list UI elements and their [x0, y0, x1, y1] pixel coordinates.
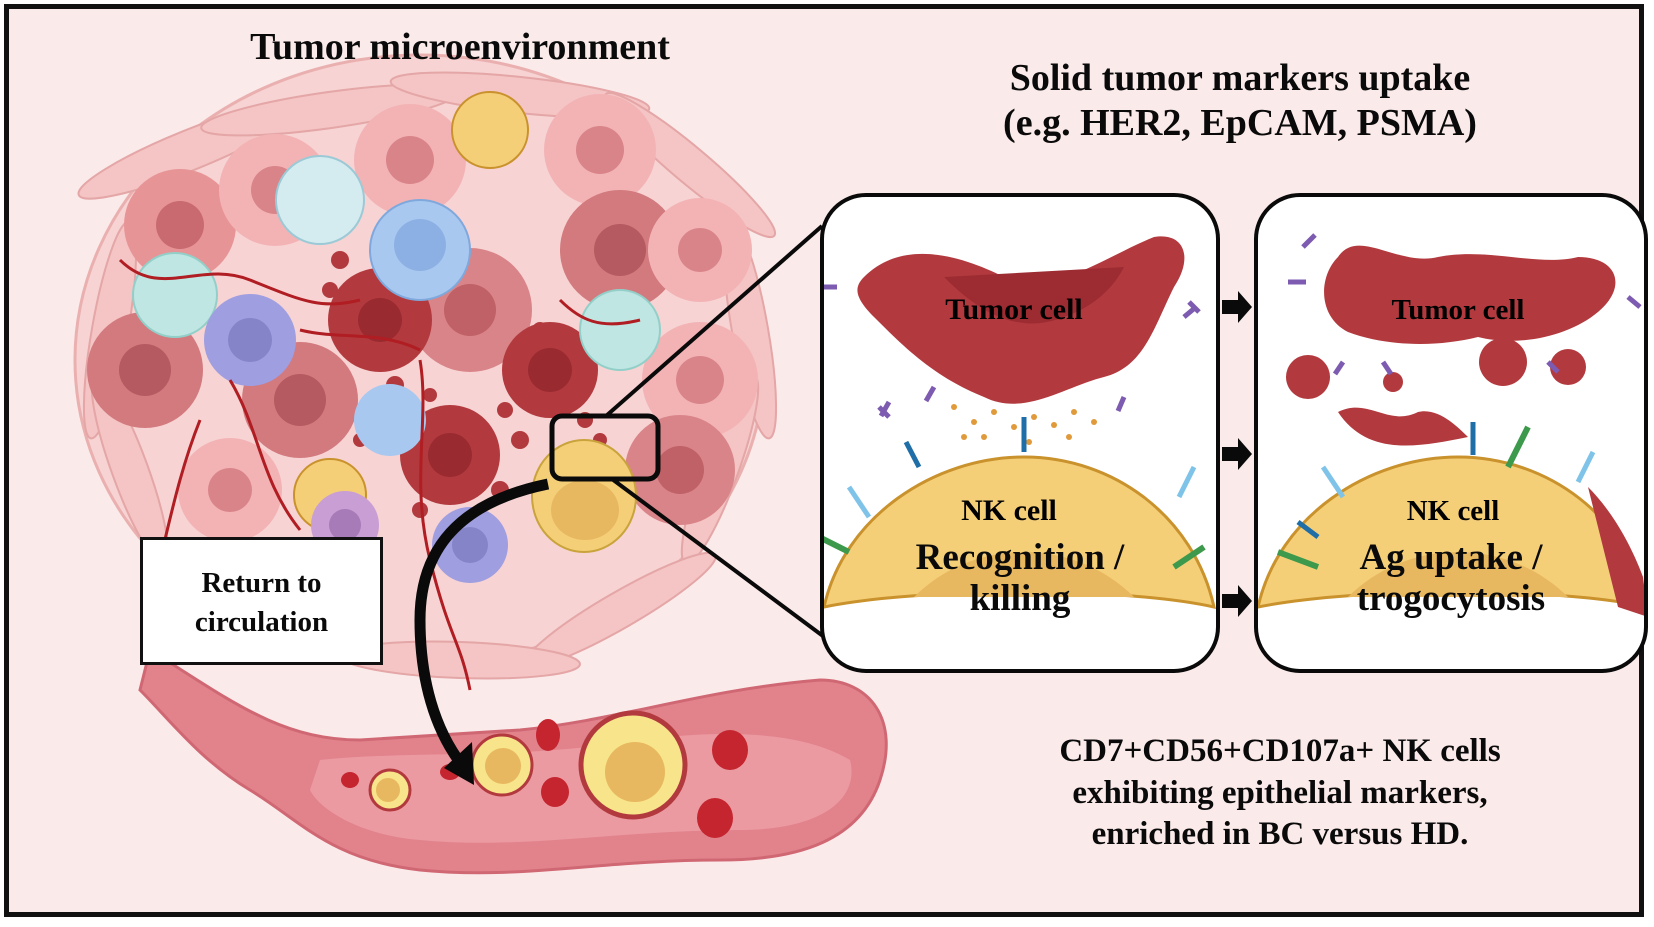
- markers-title-line2: (e.g. HER2, EpCAM, PSMA): [1003, 101, 1477, 144]
- arrow-right-icon: [1222, 585, 1252, 617]
- step-label-recognition: Recognition / killing: [824, 537, 1216, 620]
- acquired-membrane-patch: [1338, 407, 1468, 446]
- step-line1: Recognition /: [915, 537, 1125, 578]
- summary-line1: CD7+CD56+CD107a+ NK cells: [1059, 733, 1501, 769]
- panel-arrows: [1222, 291, 1252, 617]
- step-line1: Ag uptake /: [1359, 537, 1543, 578]
- nk-receptors-green: [1276, 425, 1531, 570]
- nk-receptors-light: [1320, 450, 1596, 499]
- step-label-ag-uptake: Ag uptake / trogocytosis: [1258, 537, 1644, 620]
- immune-cells: [132, 91, 661, 583]
- tumor-cell-label: Tumor cell: [1392, 294, 1525, 326]
- tumor-antigen-receptors: [1288, 233, 1642, 376]
- tme-title: Tumor microenvironment: [250, 26, 670, 68]
- red-blood-cells: [341, 719, 748, 838]
- return-to-circulation-label: Return to circulation: [143, 564, 380, 642]
- summary-line3: enriched in BC versus HD.: [1091, 816, 1469, 853]
- recognition-illustration: Tumor cell NK cell: [824, 236, 1216, 609]
- panel-recognition-killing: Tumor cell NK cell Recognition / killing: [820, 193, 1220, 673]
- acquired-membrane-patch: [1588, 487, 1644, 616]
- nk-cell-label: NK cell: [961, 494, 1057, 527]
- zoom-connector-bottom: [610, 477, 837, 647]
- markers-title: Solid tumor markers uptake (e.g. HER2, E…: [930, 56, 1550, 146]
- return-arrow: [414, 478, 550, 785]
- tumor-antigen-receptors: [824, 284, 1201, 419]
- nk-receptors-dark: [903, 417, 1027, 469]
- tumor-fragments: [1286, 338, 1586, 399]
- step-line2: trogocytosis: [1356, 578, 1546, 620]
- arrow-right-icon: [1222, 291, 1252, 323]
- panel-ag-uptake-trogocytosis: Tumor cell NK cell Ag uptake / trogocyto…: [1254, 193, 1648, 673]
- nk-receptors-light: [846, 465, 1197, 519]
- blood-vessel: [138, 647, 888, 875]
- zoom-region-box: [549, 413, 661, 482]
- zoom-connector-top: [604, 224, 824, 418]
- arrow-right-icon: [1222, 438, 1252, 470]
- nk-receptors-dark: [1296, 422, 1476, 539]
- callout-line1: Return to: [201, 567, 322, 599]
- markers-title-line1: Solid tumor markers uptake: [1009, 57, 1471, 99]
- capillaries: [118, 258, 641, 691]
- step-line2: killing: [969, 578, 1071, 620]
- callout-line2: circulation: [194, 606, 329, 639]
- summary-line2: exhibiting epithelial markers,: [1072, 774, 1488, 811]
- tumor-cell-label: Tumor cell: [945, 293, 1083, 326]
- tumor-cell-shape: [1324, 245, 1616, 344]
- nk-receptors-green: [824, 536, 1206, 570]
- trogocytosis-illustration: Tumor cell NK cell: [1258, 233, 1644, 616]
- summary-text: CD7+CD56+CD107a+ NK cells exhibiting epi…: [940, 731, 1620, 856]
- cytotoxic-granules: [951, 404, 1097, 445]
- arrowhead-icon: [444, 742, 474, 785]
- nk-cell-label: NK cell: [1407, 495, 1500, 527]
- circulating-nk-cells: [368, 710, 688, 820]
- return-to-circulation-box: Return to circulation: [140, 537, 383, 665]
